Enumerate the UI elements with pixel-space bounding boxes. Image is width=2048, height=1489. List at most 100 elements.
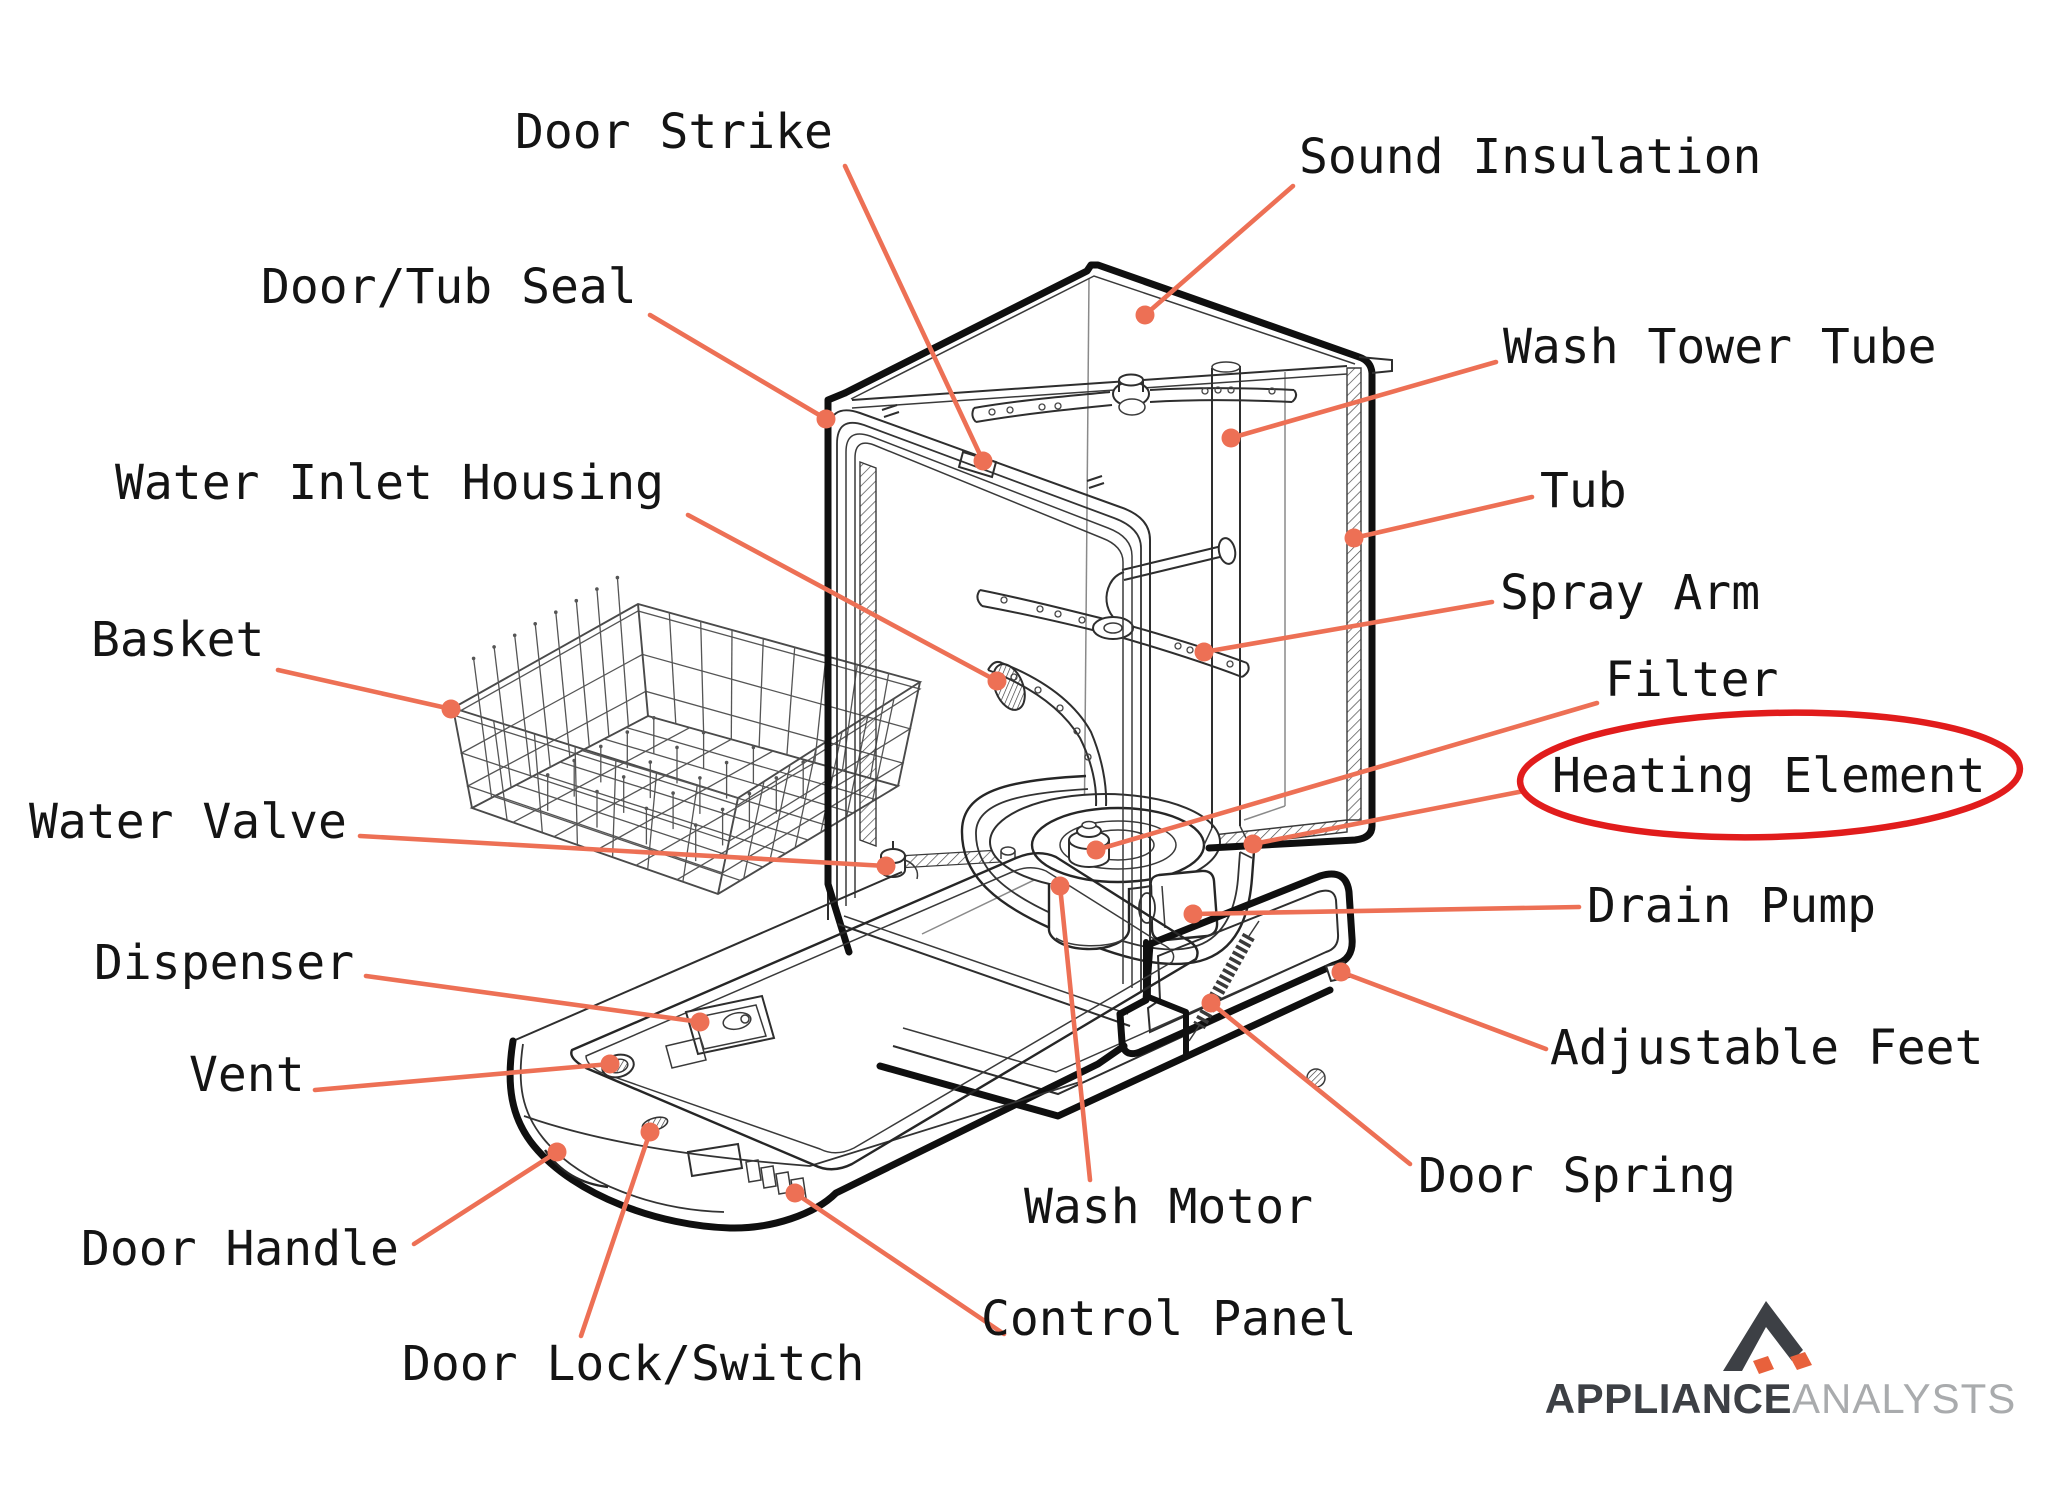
basket-wire: [452, 707, 473, 809]
basket-wire: [537, 772, 786, 855]
basket-tine-tip: [471, 656, 476, 661]
mid-arm-hub: [1092, 616, 1134, 640]
callout-door-strike: Door Strike: [515, 104, 993, 471]
door-handle-label: Door Handle: [81, 1221, 399, 1277]
tub-outline: [841, 261, 1376, 852]
basket-tine-tip: [545, 773, 550, 777]
callout-spray-arm: Spray Arm: [1194, 565, 1760, 662]
door-strike-label: Door Strike: [515, 104, 833, 160]
control-panel-part: [686, 1142, 807, 1201]
door-tub-seal-label: Door/Tub Seal: [261, 259, 637, 315]
basket-wire: [786, 647, 796, 755]
tub-back-corner-line: [1083, 277, 1090, 857]
tub-wall-section-hatch: [1346, 367, 1362, 821]
basket-tine-tip: [801, 760, 805, 764]
tub-label: Tub: [1540, 463, 1627, 519]
heating-element-leader-line: [1250, 788, 1527, 847]
basket-wire: [574, 746, 579, 845]
basket-tine-tip: [492, 645, 496, 649]
control-panel-leader-line: [792, 1190, 1007, 1337]
feed-rod: [1121, 545, 1225, 581]
filter-leader-line: [1093, 700, 1600, 853]
door-frame-seal: [824, 389, 1151, 1027]
logo-text-light: ANALYSTS: [1792, 1375, 2016, 1422]
wash-motor-leader-dot: [1050, 876, 1070, 896]
basket-wire: [730, 629, 733, 740]
door-handle-leader-dot: [547, 1142, 567, 1162]
water-valve-leader-line: [357, 833, 889, 869]
basket-tine-tip: [621, 775, 626, 779]
tub-wall-inner-corner: [1243, 372, 1286, 821]
basket-tine-tip: [595, 587, 599, 591]
wash-motor-label: Wash Motor: [1024, 1179, 1313, 1235]
dispenser-part: [665, 994, 776, 1069]
basket-rail: [451, 610, 922, 806]
door-lock-switch-leader-dot: [640, 1122, 660, 1142]
basket-wire: [493, 795, 741, 882]
logo-accent-shard: [1790, 1352, 1812, 1370]
basket-tine-tip: [671, 791, 675, 795]
water-inlet-housing-leader-dot: [987, 671, 1007, 691]
adjustable-feet-leader-line: [1338, 969, 1549, 1052]
callout-door-spring: Door Spring: [1201, 993, 1736, 1204]
tub-rim-line2: [851, 373, 1348, 409]
control-panel-display: [686, 1142, 744, 1178]
basket-tine-tip: [648, 760, 653, 764]
vent-label: Vent: [189, 1047, 305, 1103]
water-valve-leader-dot: [876, 856, 896, 876]
basket-tine-tip: [512, 633, 517, 638]
door-spring-leader-dot: [1201, 993, 1221, 1013]
door-tub-seal-leader-dot: [816, 409, 836, 429]
basket-wire: [758, 638, 764, 748]
callout-door-lock-switch: Door Lock/Switch: [402, 1122, 864, 1392]
basket-wire: [611, 759, 617, 858]
heating-element-highlight-ellipse: [1516, 709, 2024, 841]
basket-leader-line: [275, 667, 454, 712]
callout-tub: Tub: [1344, 463, 1627, 548]
mountain-triangle-icon: [1723, 1301, 1803, 1371]
water-inlet-housing-leader-line: [685, 512, 1000, 684]
basket-wire: [515, 784, 764, 868]
vent-leader-dot: [600, 1054, 620, 1074]
wash-tower-tube-label: Wash Tower Tube: [1503, 319, 1936, 375]
callout-wash-tower-tube: Wash Tower Tube: [1221, 319, 1936, 448]
tub-leader-line: [1351, 494, 1535, 541]
frame-left-outline: [824, 389, 853, 956]
basket-tine-tip: [652, 716, 656, 720]
basket-tine-tip: [698, 776, 702, 780]
callout-vent: Vent: [189, 1047, 620, 1103]
basket-wire: [472, 658, 493, 798]
spray-arm-label: Spray Arm: [1500, 565, 1760, 621]
vent-leader-line: [312, 1061, 613, 1093]
callout-dispenser: Dispenser: [94, 935, 710, 1032]
basket-tine-tip: [774, 776, 779, 780]
basket-wire: [768, 764, 791, 864]
callout-sound-insulation: Sound Insulation: [1135, 129, 1761, 325]
logo: APPLIANCE ANALYSTS: [1545, 1301, 2016, 1422]
basket-wire: [682, 785, 698, 882]
basket-wire: [700, 621, 705, 732]
feed-rod-flange: [1217, 537, 1237, 565]
seal-hatch-strip: [859, 460, 877, 848]
spray-arm-leader-dot: [1194, 642, 1214, 662]
basket-label: Basket: [91, 612, 264, 668]
basket-tine-tip: [693, 823, 698, 827]
adjustable-feet-leader-dot: [1331, 962, 1351, 982]
tub-leader-dot: [1344, 528, 1364, 548]
filter-label: Filter: [1605, 652, 1778, 708]
heating-element-label: Heating Element: [1552, 748, 1985, 804]
dispenser-leader-dot: [690, 1012, 710, 1032]
top-spray-arm: [971, 373, 1298, 423]
hinge-bracket: [1143, 939, 1189, 1059]
control-panel-leader-dot: [785, 1183, 805, 1203]
sound-insulation-leader-dot: [1135, 305, 1155, 325]
drain-pump-label: Drain Pump: [1587, 878, 1876, 934]
basket-leader-dot: [441, 699, 461, 719]
basket-wire: [555, 612, 571, 757]
basket-rail: [450, 602, 923, 800]
control-panel-buttons: [745, 1159, 807, 1201]
basket-tine-tip: [675, 745, 679, 750]
basket-wire: [514, 635, 532, 778]
drain-pump-leader-line: [1190, 904, 1582, 917]
dispenser-leader-line: [363, 973, 703, 1025]
